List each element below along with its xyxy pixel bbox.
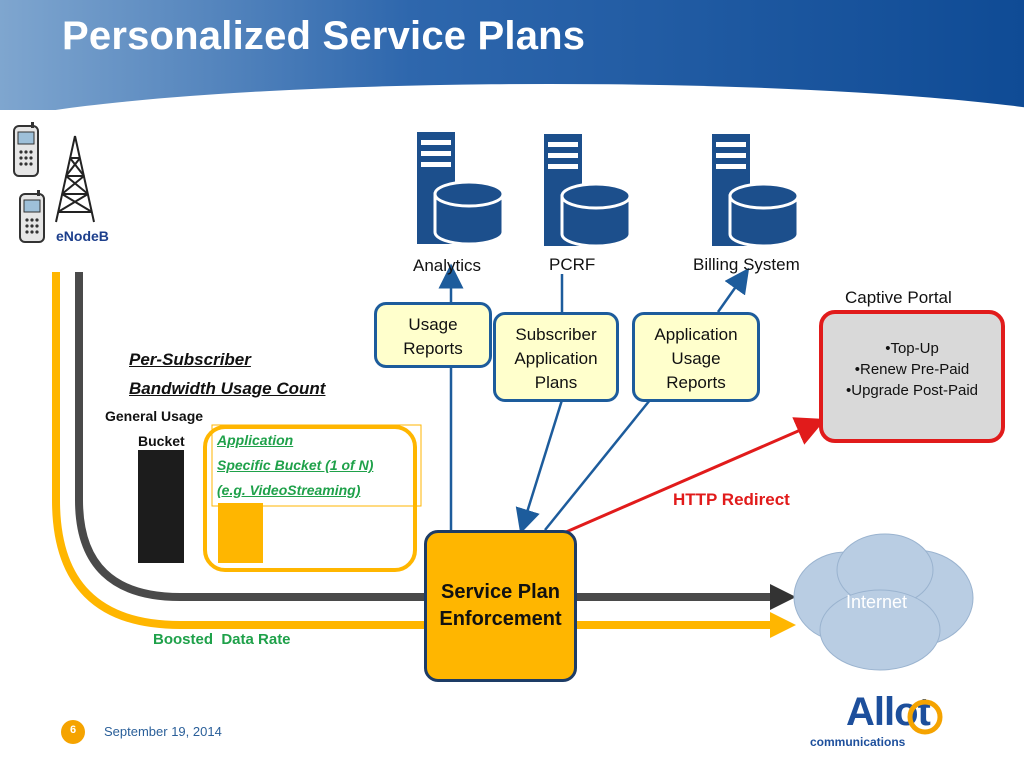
app-usage-reports-line: Usage [671,349,721,368]
server-database-icon [712,134,800,248]
allot-logo-mark-icon [907,699,943,735]
internet-cloud [793,533,974,671]
boosted-rate-label: Boosted Data Rate [153,631,291,648]
phone-icon [13,122,39,177]
captive-portal-box: •Top-Up •Renew Pre-Paid •Upgrade Post-Pa… [819,310,1005,443]
app-bucket-outline [203,425,417,572]
pcrf-label: PCRF [549,255,596,274]
page-title: Personalized Service Plans [62,14,586,58]
usage-reports-line: Usage [408,315,458,334]
per-subscriber-line1: Per-Subscriber [129,350,251,369]
http-redirect-line [565,417,826,534]
footer-date: September 19, 2014 [104,724,222,739]
internet-label: Internet [846,592,908,612]
app-bucket-fill [218,503,263,563]
general-bucket-label1: General Usage [105,408,204,424]
enforcement-line: Service Plan [441,581,560,603]
http-redirect-label: HTTP Redirect [673,490,790,509]
line-to-app-usage [544,399,651,531]
billing-system-label: Billing System [693,255,800,274]
usage-reports-line: Reports [403,339,463,358]
subscriber-plans-box: Subscriber Application Plans [493,312,619,402]
general-bucket-fill [138,450,184,563]
general-arrow-head [770,584,796,610]
portal-item: •Upgrade Post-Paid [846,382,978,399]
service-plan-enforcement-box: Service Plan Enforcement [424,530,577,682]
subscriber-plans-line: Subscriber [515,325,597,344]
server-database-icon [544,134,632,248]
usage-reports-box: Usage Reports [374,302,492,368]
app-usage-reports-line: Application [654,325,738,344]
app-bucket-label-frame [211,424,422,507]
analytics-label: Analytics [413,256,482,275]
header-band [0,0,1024,110]
subscriber-plans-line: Application [514,349,598,368]
enforcement-line: Enforcement [439,608,562,630]
boosted-arrow-head [770,612,796,638]
app-usage-reports-line: Reports [666,373,726,392]
per-subscriber-line2: Bandwidth Usage Count [129,379,326,398]
app-bucket-label1: Application [217,432,294,448]
app-usage-reports-box: Application Usage Reports [632,312,760,402]
captive-portal-title: Captive Portal [845,288,952,307]
subscriber-plans-line: Plans [534,373,578,392]
app-bucket-label3: (e.g. VideoStreaming) [217,482,361,498]
page-number-badge [61,720,85,744]
enodeb-label: eNodeB [56,228,109,244]
page-number: 6 [69,724,77,736]
line-to-billing [716,267,750,313]
portal-item: •Top-Up [885,340,939,357]
line-from-pcrf [515,399,564,534]
boosted-data-pipe [52,272,772,629]
phone-icon [19,190,45,243]
general-bucket-label2: Bucket [138,433,185,449]
portal-item: •Renew Pre-Paid [854,361,970,378]
cell-tower-icon [55,135,95,223]
app-bucket-label2: Specific Bucket (1 of N) [217,457,374,473]
server-database-icon [417,132,505,246]
general-data-pipe [75,272,772,601]
allot-logo-subtitle: communications [810,735,906,749]
